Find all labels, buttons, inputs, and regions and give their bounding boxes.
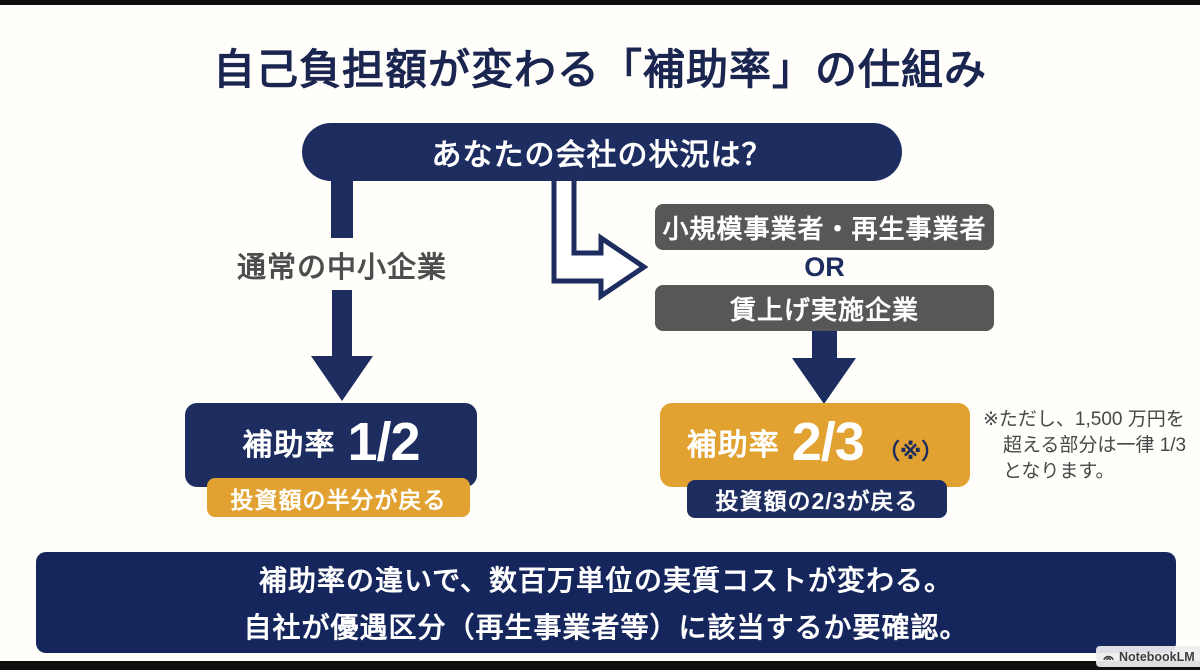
- rate-value-left: 1/2: [347, 412, 420, 472]
- benefit-box-left-label: 投資額の半分が戻る: [230, 486, 447, 513]
- left-branch-condition-label: 通常の中小企業: [236, 252, 447, 284]
- result-box-rate-two-thirds: 補助率 2/3 （※）: [660, 403, 970, 487]
- rate-note-mark: （※）: [877, 439, 944, 464]
- right-branch-elbow-arrow-icon: [551, 173, 649, 301]
- footnote-line-2: 超える部分は一律 1/3: [1003, 435, 1187, 457]
- summary-banner: 補助率の違いで、数百万単位の実質コストが変わる。 自社が優遇区分（再生事業者等）…: [36, 552, 1176, 653]
- letterbox-bar-top: [0, 0, 1200, 5]
- footnote-line-3: となります。: [1003, 461, 1115, 483]
- notebooklm-watermark-label: NotebookLM: [1119, 649, 1195, 664]
- result-box-rate-half: 補助率 1/2: [185, 403, 477, 487]
- right-down-arrow-shaft: [812, 331, 837, 361]
- question-pill-label: あなたの会社の状況は？: [431, 139, 773, 172]
- benefit-box-right-label: 投資額の2/3が戻る: [715, 488, 919, 514]
- left-down-arrow-head: [311, 356, 373, 401]
- question-pill: あなたの会社の状況は？: [302, 123, 902, 181]
- left-down-arrow-shaft: [332, 290, 352, 360]
- letterbox-bar-bottom: [0, 661, 1200, 670]
- footnote: ※ただし、1,500 万円を 超える部分は一律 1/3 となります。: [983, 407, 1198, 486]
- left-branch-connector-line: [331, 176, 353, 238]
- footnote-line-1: ※ただし、1,500 万円を: [983, 409, 1185, 430]
- rate-label-left: 補助率: [242, 429, 336, 462]
- page-title: 自己負担額が変わる「補助率」の仕組み: [212, 45, 987, 94]
- rate-value-right: 2/3: [791, 412, 865, 472]
- summary-banner-line-2: 自社が優遇区分（再生事業者等）に該当するか要確認。: [243, 612, 969, 643]
- benefit-box-left: 投資額の半分が戻る: [207, 478, 470, 517]
- right-down-arrow-head: [792, 358, 856, 404]
- condition-box-small-business-label: 小規模事業者・再生事業者: [662, 213, 987, 244]
- notebooklm-watermark: NotebookLM: [1096, 646, 1200, 667]
- summary-banner-line-1: 補助率の違いで、数百万単位の実質コストが変わる。: [258, 565, 954, 596]
- condition-box-small-business: 小規模事業者・再生事業者: [655, 204, 994, 250]
- condition-box-wage-raise: 賃上げ実施企業: [655, 285, 994, 331]
- rate-label-right: 補助率: [686, 429, 780, 462]
- or-label: OR: [804, 252, 845, 282]
- condition-box-wage-raise-label: 賃上げ実施企業: [729, 294, 919, 325]
- notebooklm-logo-icon: [1103, 655, 1114, 661]
- benefit-box-right: 投資額の2/3が戻る: [687, 480, 947, 518]
